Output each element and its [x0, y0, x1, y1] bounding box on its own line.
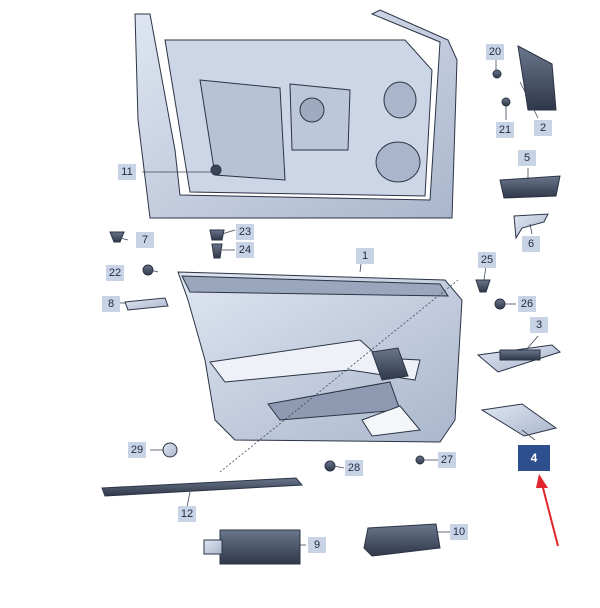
callout-24: 24 — [236, 242, 254, 258]
mirror-cover — [517, 45, 557, 111]
callout-12: 12 — [178, 506, 196, 522]
callout-2: 2 — [534, 120, 552, 136]
callout-9: 9 — [308, 537, 326, 553]
callout-22: 22 — [106, 265, 124, 281]
trim-strip — [101, 477, 304, 497]
module-10 — [363, 523, 441, 557]
callout-23: 23 — [236, 224, 254, 240]
callout-11: 11 — [118, 164, 136, 180]
switch-block — [499, 349, 541, 361]
callout-25: 25 — [478, 252, 496, 268]
callout-5: 5 — [518, 150, 536, 166]
callout-21: 21 — [496, 122, 514, 138]
callout-4-highlighted: 4 — [518, 445, 550, 471]
callout-27: 27 — [438, 452, 456, 468]
module-9 — [203, 529, 301, 565]
callout-3: 3 — [530, 317, 548, 333]
switch-panel-highlighted — [480, 403, 558, 437]
callout-29: 29 — [128, 442, 146, 458]
callout-10: 10 — [450, 524, 468, 540]
callout-6: 6 — [522, 236, 540, 252]
handle-bezel — [499, 175, 561, 199]
door-trim-panel — [177, 271, 463, 443]
callout-8: 8 — [102, 296, 120, 312]
fasteners — [109, 69, 511, 472]
callout-20: 20 — [486, 44, 504, 60]
callout-28: 28 — [345, 460, 363, 476]
handle-cover — [513, 213, 549, 240]
callout-7: 7 — [136, 232, 154, 248]
callout-1: 1 — [356, 248, 374, 264]
callout-26: 26 — [518, 296, 536, 312]
door-shell — [134, 9, 458, 219]
leader-lines — [118, 56, 539, 546]
highlight-arrow — [536, 474, 559, 547]
